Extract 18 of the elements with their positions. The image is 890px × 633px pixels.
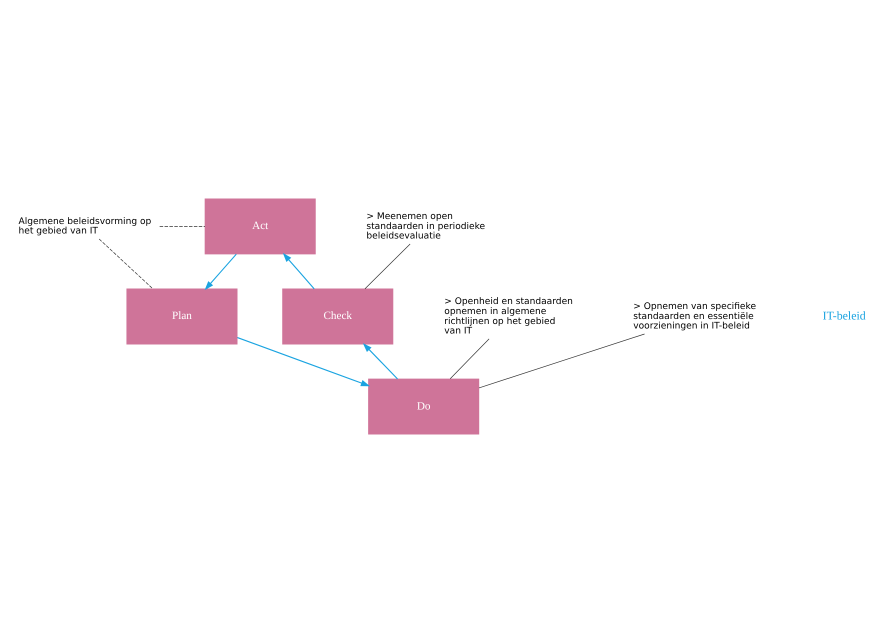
node-text: > Meenemen open standaarden in periodieke beleidsevaluatie	[366, 212, 485, 242]
connector	[364, 244, 410, 290]
arrow	[282, 252, 314, 290]
arrow	[362, 343, 398, 380]
node-text: Algemene beleidsvorming op het gebied van IT	[18, 216, 151, 237]
connector	[449, 338, 489, 380]
node-text: > Opnemen van specifieke standaarden en essentiële voorzieningen in IT-beleid	[632, 302, 756, 332]
node-box: Act	[204, 198, 316, 254]
node-box: Do	[368, 378, 479, 435]
connector	[478, 334, 644, 388]
label: IT-beleid	[822, 308, 866, 322]
connector	[98, 238, 153, 290]
node-box: Plan	[126, 288, 237, 344]
node-text: > Openheid en standaarden opnemen in algemene richtlijnen op het gebied van IT	[444, 297, 572, 337]
node-box: Check	[282, 288, 393, 344]
arrow	[236, 337, 370, 386]
arrow	[204, 254, 236, 290]
connector	[158, 226, 205, 227]
